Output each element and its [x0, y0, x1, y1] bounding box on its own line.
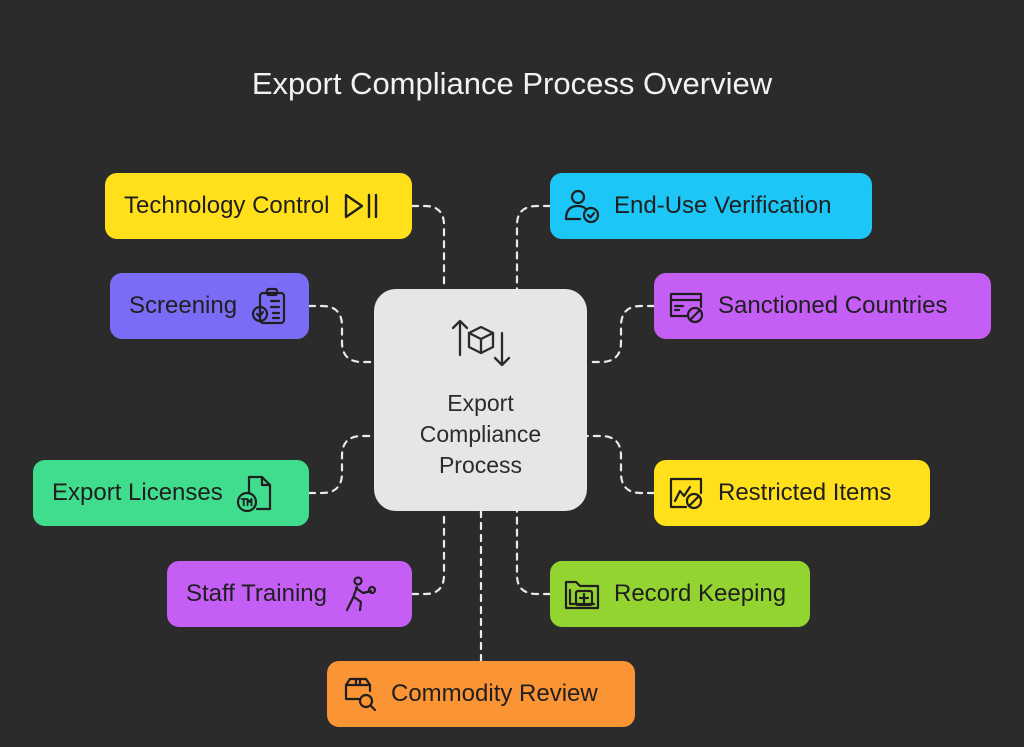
- node-restricted-items: Restricted Items: [654, 460, 930, 526]
- connector-technology-control: [410, 204, 446, 291]
- chart-blocked-icon: [666, 473, 706, 513]
- node-label: End-Use Verification: [614, 192, 832, 219]
- center-node: Export Compliance Process: [374, 289, 587, 511]
- connector-export-licenses: [307, 434, 376, 495]
- node-label: Sanctioned Countries: [718, 292, 948, 319]
- node-label: Commodity Review: [391, 680, 598, 707]
- connector-end-use-verification: [515, 204, 552, 291]
- node-commodity-review: Commodity Review: [327, 661, 635, 727]
- node-label: Technology Control: [124, 192, 330, 219]
- node-label: Screening: [129, 292, 238, 319]
- node-sanctioned-countries: Sanctioned Countries: [654, 273, 991, 339]
- node-technology-control: Technology Control: [105, 173, 412, 239]
- node-export-licenses: Export Licenses: [33, 460, 309, 526]
- node-label: Export Licenses: [52, 479, 223, 506]
- user-check-icon: [562, 186, 602, 226]
- folder-plus-icon: [562, 574, 602, 614]
- diagram-title: Export Compliance Process Overview: [251, 66, 773, 101]
- connector-restricted-items: [585, 434, 656, 495]
- connector-screening: [307, 304, 376, 364]
- play-pause-icon: [341, 186, 381, 226]
- node-screening: Screening: [110, 273, 309, 339]
- node-staff-training: Staff Training: [167, 561, 412, 627]
- node-label: Staff Training: [186, 580, 327, 607]
- trademark-document-icon: [235, 473, 275, 513]
- center-label: Export Compliance Process: [419, 390, 542, 478]
- clipboard-check-icon: [249, 286, 289, 326]
- node-record-keeping: Record Keeping: [550, 561, 810, 627]
- box-arrows-icon: [448, 315, 514, 376]
- node-label: Restricted Items: [718, 479, 892, 506]
- card-blocked-icon: [666, 286, 706, 326]
- connector-record-keeping: [515, 509, 552, 596]
- package-search-icon: [339, 674, 379, 714]
- connector-sanctioned-countries: [585, 304, 656, 364]
- node-end-use-verification: End-Use Verification: [550, 173, 872, 239]
- person-training-icon: [339, 574, 379, 614]
- connector-staff-training: [410, 509, 446, 596]
- node-label: Record Keeping: [614, 580, 787, 607]
